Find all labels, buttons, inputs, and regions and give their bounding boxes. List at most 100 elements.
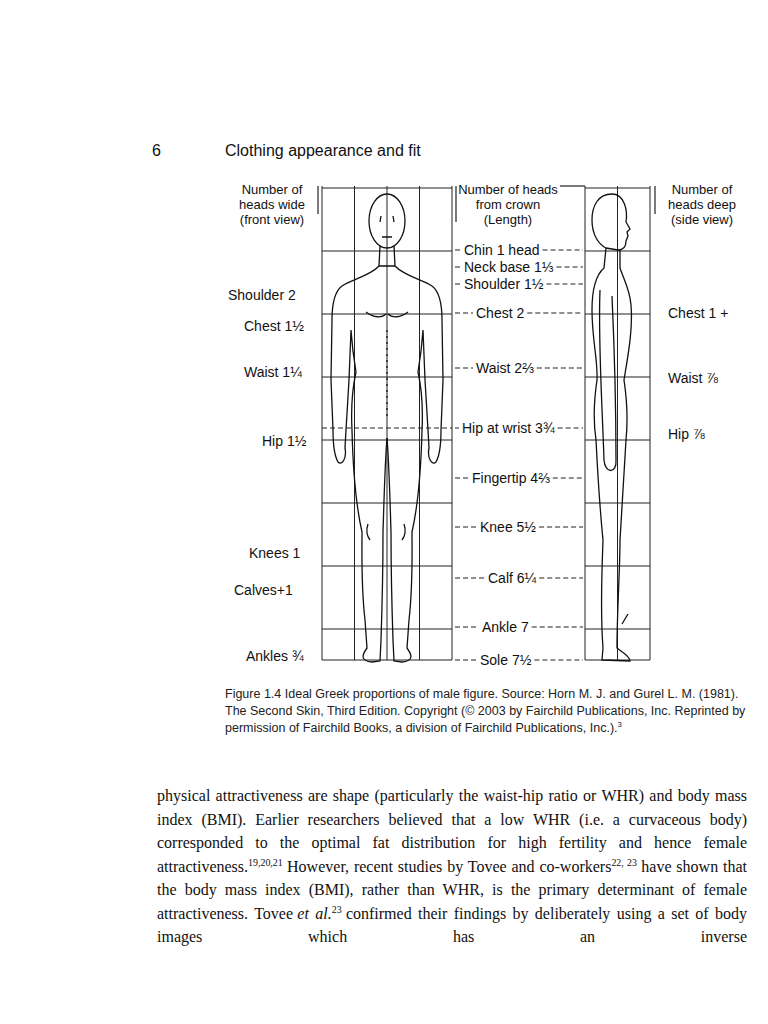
body-text: However, recent studies by Tovee and co-… [287, 858, 611, 875]
knee-marks [367, 524, 405, 540]
torso-midline [386, 330, 387, 420]
grid-line [322, 629, 452, 630]
length-label: Waist 2⅔ [476, 360, 534, 376]
reference-number: 3 [618, 720, 622, 729]
length-label: Ankle 7 [482, 619, 529, 635]
figure-caption: Figure 1.4 Ideal Greek proportions of ma… [225, 686, 747, 737]
front-head [369, 194, 405, 248]
grid-line [452, 186, 453, 660]
front-body-outline [331, 266, 387, 662]
length-label: Chin 1 head [464, 242, 540, 258]
grid-line [354, 186, 355, 660]
bracket-line [455, 186, 456, 222]
leader-line [455, 428, 459, 429]
leader-line [455, 527, 477, 528]
width-label: Ankles ¾ [246, 648, 304, 664]
leader-line [543, 250, 583, 251]
leader-line [527, 313, 583, 314]
front-figure [331, 194, 443, 662]
leader-line [539, 527, 583, 528]
leader-line [455, 284, 461, 285]
grid-line [322, 660, 452, 661]
leader-line [537, 368, 583, 369]
leader-line [455, 250, 461, 251]
grid-line [322, 314, 452, 315]
leader-line [455, 478, 469, 479]
grid-line [585, 566, 650, 567]
reference-number: 23 [332, 903, 342, 914]
front-neck [387, 246, 395, 266]
bracket-line [560, 185, 585, 186]
grid-line [322, 377, 452, 378]
bracket-line [654, 186, 655, 214]
leader-line [455, 578, 485, 579]
depth-label: Chest 1 + [668, 305, 728, 321]
length-label: Chest 2 [476, 305, 524, 321]
side-body-outline [592, 248, 631, 661]
running-head: Clothing appearance and fit [225, 142, 421, 160]
grid-line [650, 186, 651, 660]
leader-line [455, 660, 477, 661]
front-body-outline [387, 266, 443, 662]
leader-line [455, 267, 461, 268]
side-arm [599, 290, 616, 471]
length-label: Fingertip 4⅔ [472, 470, 550, 486]
grid-line [322, 186, 323, 660]
leader-line [455, 368, 473, 369]
grid-line [585, 188, 650, 189]
front-neck [379, 246, 387, 266]
width-label: Knees 1 [249, 545, 300, 561]
leader-line [553, 478, 583, 479]
length-label: Hip at wrist 3¾ [462, 420, 555, 436]
leader-line [557, 267, 584, 268]
reference-number: 19,20,21 [248, 856, 283, 867]
grid-line [585, 186, 586, 660]
width-label: Chest 1½ [244, 318, 304, 334]
side-figure [592, 194, 631, 661]
grid-line [585, 251, 650, 252]
length-label: Shoulder 1½ [464, 276, 543, 292]
leader-line [455, 627, 479, 628]
grid-line [322, 503, 452, 504]
face-marks [380, 216, 394, 237]
column-heading: Number of heads deep (side view) [658, 182, 746, 227]
side-head [592, 194, 630, 250]
width-label: Calves+1 [234, 582, 293, 598]
column-heading: Number of heads wide (front view) [230, 182, 314, 227]
length-label: Neck base 1⅓ [464, 259, 554, 275]
width-label: Waist 1¼ [244, 364, 302, 380]
body-paragraph: physical attractiveness are shape (parti… [157, 784, 747, 949]
grid-line [322, 566, 452, 567]
column-heading: Number of heads from crown (Length) [458, 182, 558, 227]
proportion-grid [322, 186, 650, 660]
grid-line [585, 314, 650, 315]
caption-text: Figure 1.4 Ideal Greek proportions of ma… [225, 687, 745, 735]
depth-label: Waist ⅞ [668, 370, 718, 386]
grid-line [617, 186, 618, 660]
grid-line [322, 188, 452, 189]
grid-line [419, 186, 420, 660]
leader-line [546, 284, 583, 285]
bracket-line [317, 186, 318, 214]
body-text: et al. [297, 905, 331, 922]
chest-lines [366, 312, 408, 317]
leader-line [539, 578, 583, 579]
leader-line [455, 313, 473, 314]
width-label: Shoulder 2 [228, 287, 296, 303]
reference-number: 22, 23 [611, 856, 637, 867]
grid-line [585, 377, 650, 378]
side-ankle-mark [622, 614, 628, 624]
grid-line [322, 251, 452, 252]
length-label: Knee 5½ [480, 519, 536, 535]
length-label: Calf 6¼ [488, 570, 536, 586]
page-number: 6 [152, 142, 161, 160]
width-label: Hip 1½ [262, 433, 306, 449]
grid-line [387, 186, 388, 660]
depth-label: Hip ⅞ [668, 426, 705, 442]
leader-line [558, 428, 583, 429]
leader-line [534, 660, 583, 661]
length-label: Sole 7½ [480, 652, 531, 668]
hip-line [322, 428, 452, 429]
leader-line [532, 627, 583, 628]
grid-line [585, 503, 650, 504]
